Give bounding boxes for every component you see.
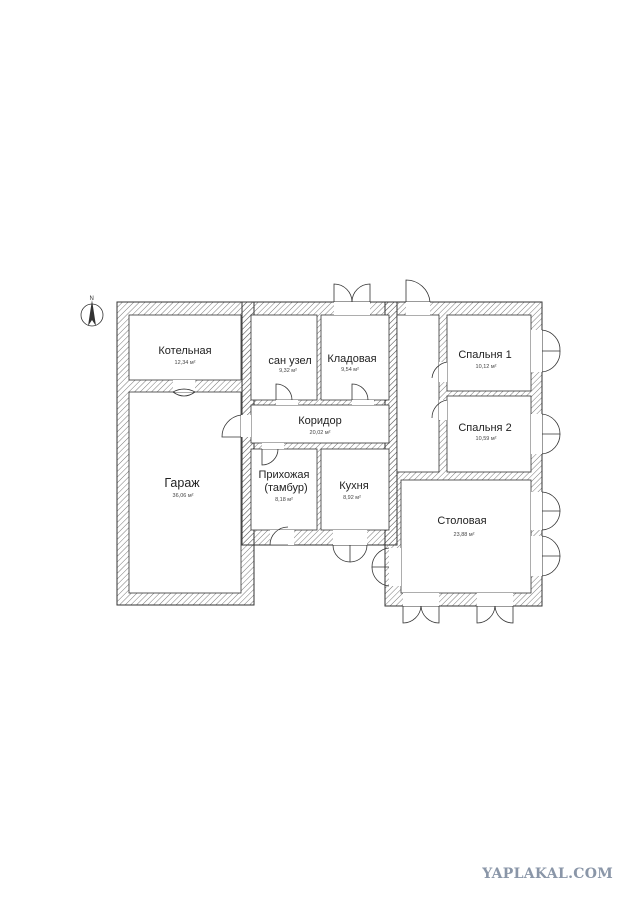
room-area: 10,59 м² — [476, 436, 497, 442]
room-area: 12,34 м² — [175, 360, 196, 366]
door-opening — [270, 530, 294, 545]
watermark: YAPLAKAL.COM — [482, 866, 613, 882]
room-hall-vertical — [396, 314, 440, 473]
door-opening — [173, 380, 195, 392]
room-name: Спальня 1 — [458, 349, 511, 361]
compass-label: N — [90, 296, 94, 302]
door-opening — [403, 593, 439, 606]
room-spalnya2 — [446, 395, 532, 473]
room-area: 10,12 м² — [476, 364, 497, 370]
room-name-line2: (тамбур) — [264, 482, 307, 494]
room-garazh — [128, 391, 242, 594]
door-opening — [439, 362, 447, 382]
door-opening — [334, 302, 370, 315]
room-area: 36,06 м² — [173, 493, 194, 499]
room-name: Котельная — [158, 345, 211, 357]
room-area: 8,18 м² — [275, 497, 293, 503]
room-area: 20,02 м² — [310, 430, 331, 436]
door-opening — [276, 400, 298, 405]
door-opening — [333, 530, 367, 545]
door-opening — [406, 302, 430, 315]
room-kuhnya — [320, 448, 390, 531]
door-opening — [262, 443, 284, 449]
room-name: Кладовая — [327, 353, 376, 365]
room-labels: Котельная 12,34 м² Гараж 36,06 м² сан уз… — [158, 345, 511, 538]
room-name: сан узел — [268, 355, 311, 367]
room-name: Коридор — [298, 415, 341, 427]
room-name: Столовая — [437, 515, 486, 527]
room-area: 9,54 м² — [341, 367, 359, 373]
room-name-line1: Прихожая — [259, 469, 310, 481]
room-stolovaya — [400, 479, 532, 594]
doors — [172, 279, 514, 624]
door-opening — [477, 593, 513, 606]
room-spalnya1 — [446, 314, 532, 392]
room-kotelnaya — [128, 314, 242, 381]
door-opening — [389, 548, 401, 586]
room-area: 23,88 м² — [454, 532, 475, 538]
room-name: Спальня 2 — [458, 422, 511, 434]
door-opening — [352, 400, 374, 405]
room-area: 9,32 м² — [279, 368, 297, 374]
rooms — [128, 314, 532, 594]
door-opening — [439, 400, 447, 420]
door-opening — [241, 415, 251, 437]
room-name: Кухня — [339, 480, 368, 492]
east-doors — [531, 329, 561, 577]
room-name: Гараж — [164, 476, 200, 490]
room-area: 8,92 м² — [343, 495, 361, 501]
compass-icon: N — [80, 296, 104, 327]
